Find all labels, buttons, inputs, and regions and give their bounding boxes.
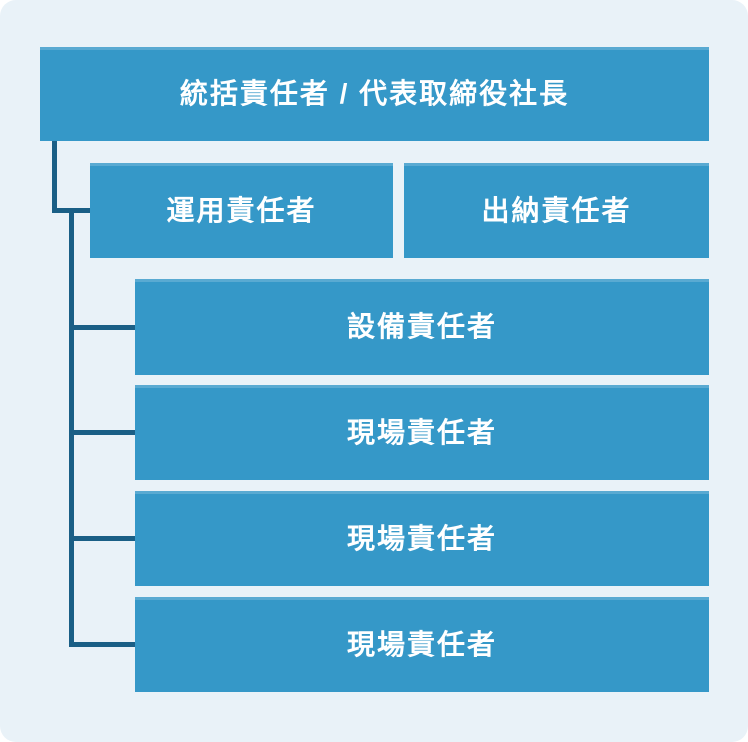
connector-trunk-vertical-line (69, 208, 74, 647)
node-site-manager-2: 現場責任者 (135, 491, 709, 586)
connector-root-drop-line (52, 141, 57, 213)
connector-branch-site-manager-2 (69, 536, 135, 541)
node-site-manager-3: 現場責任者 (135, 597, 709, 692)
node-top-executive: 統括責任者 / 代表取締役社長 (40, 47, 709, 141)
connector-branch-equipment-manager (69, 325, 135, 330)
node-site-manager-1: 現場責任者 (135, 385, 709, 480)
node-operations-manager: 運用責任者 (90, 163, 393, 258)
connector-branch-site-manager-3 (69, 642, 135, 647)
connector-branch-site-manager-1 (69, 430, 135, 435)
node-equipment-manager: 設備責任者 (135, 279, 709, 375)
node-treasury-manager: 出納責任者 (404, 163, 709, 258)
